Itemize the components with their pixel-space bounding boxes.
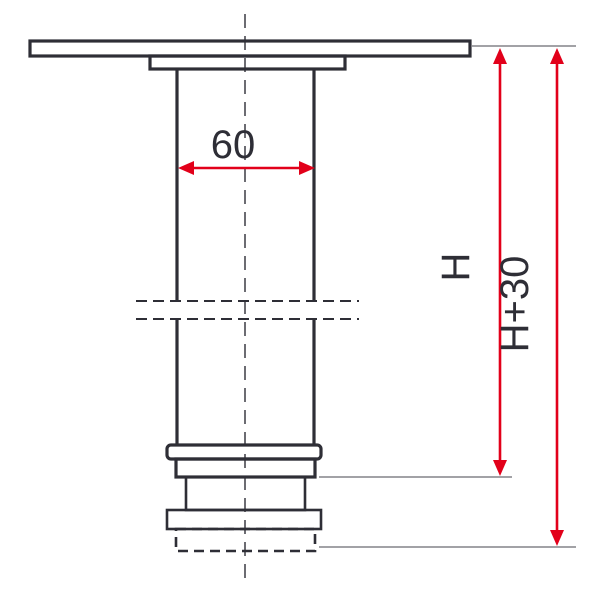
arrow-right-icon (299, 161, 315, 175)
arrow-up-icon (493, 48, 507, 64)
arrow-left-icon (178, 161, 194, 175)
height-dimension: H (434, 48, 507, 476)
width-dimension: 60 (178, 123, 315, 175)
arrow-down-icon (493, 460, 507, 476)
arrow-down-icon (550, 530, 564, 546)
table-top-plate (28, 39, 472, 58)
foot-extended-position-outline (174, 527, 317, 553)
total-height-dimension-label: H+30 (493, 256, 537, 353)
total-height-dimension: H+30 (493, 48, 564, 546)
adjustable-foot (165, 443, 323, 553)
arrow-up-icon (550, 48, 564, 64)
mounting-flange (148, 54, 347, 71)
height-dimension-label: H (434, 253, 478, 282)
width-dimension-label: 60 (211, 123, 256, 167)
leg-column (175, 69, 316, 446)
foot-collar (165, 443, 323, 461)
foot-base (165, 508, 323, 531)
